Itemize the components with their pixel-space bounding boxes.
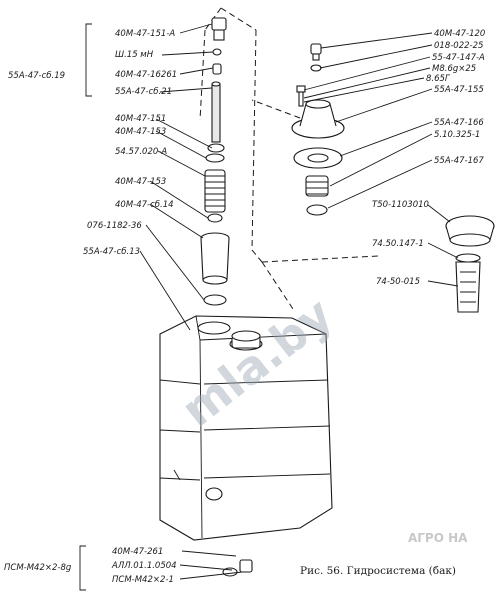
label-40m-47-153-b: 40М-47-153 [115,177,166,187]
flange-55a-47-166 [293,147,343,169]
cap-plug-40m-47-151a [211,17,227,41]
label-40m-47-16261: 40М-47-16261 [115,70,177,80]
label-m8-6gx25: М8.6g×25 [432,64,476,74]
strainer-74-50-015 [455,261,481,313]
label-8-65g: 8.65Г [426,74,451,84]
corner-logo: АГРО НА [408,531,468,545]
label-55a-47-167: 55А-47-167 [434,156,484,166]
spring-5-10-325-1 [305,175,329,197]
label-55a-47-155: 55А-47-155 [434,85,484,95]
breather-cover-55a-47-155 [291,99,345,139]
screw-40m-47-16261 [212,63,222,75]
label-55a-47-sb21: 55А-47-сб.21 [115,87,172,97]
label-40m-47-151a: 40М-47-151-А [115,29,175,39]
filler-cap-t50-1103010 [445,215,495,247]
washer-small [212,48,222,56]
oring-018-022-25 [310,64,322,72]
spring-54-57-020a [204,169,226,213]
label-5-10-325-1: 5.10.325-1 [434,130,480,140]
label-40m-47-sb14: 40М-47-сб.14 [115,200,174,210]
label-40m-47-153: 40М-47-153 [115,127,166,137]
hydraulic-tank [159,315,333,541]
label-54-57-020a: 54.57.020-А [115,147,167,157]
plug-40m-47-120 [310,43,322,61]
label-psm-m42x2-1: ПСМ-М42×2-1 [112,575,174,585]
bracket-bottom-group [79,545,86,591]
label-40m-47-261: 40М-47-261 [112,547,163,557]
label-all-01-1-0504: АЛЛ.01.1.0504 [111,561,177,571]
label-t50-1103010: Т50-1103010 [372,200,429,210]
label-sh15mn: Ш.15 мН [115,50,154,60]
rod-55a-47-sb21 [211,81,221,143]
bolt-m8 [296,85,306,107]
svg-text:АГРО НА: АГРО НА [408,531,468,545]
label-55a-47-sb13: 55А-47-сб.13 [83,247,140,257]
label-74-50-147-1: 74.50.147-1 [372,239,424,249]
filter-cup-40m-47-sb14 [200,232,230,285]
assembly-dashed-frame [199,7,263,263]
label-40m-47-120: 40М-47-120 [434,29,485,39]
bracket-left-group [85,23,92,97]
ring-40m-47-151 [207,143,225,153]
group-label-55a-47-sb19: 55А-47-сб.19 [8,71,65,81]
ring-40m-47-153 [205,153,225,163]
label-74-50-015: 74-50-015 [376,277,420,287]
figure-caption: Рис. 56. Гидросистема (бак) [300,565,456,577]
label-55-47-147a: 55-47-147-А [432,53,485,63]
gasket-076-1182-36 [203,294,227,306]
ring-55a-47-167 [306,204,328,216]
gasket-74-50-147-1 [455,253,481,263]
label-076-1182-36: 076-1182-36 [87,221,142,231]
label-55a-47-166: 55А-47-166 [434,118,484,128]
label-40m-47-151: 40М-47-151 [115,114,166,124]
group-label-psm-m42x2-8g: ПСМ-М42×2-8g [4,563,72,573]
ring-40m-47-153-lower [207,213,223,223]
label-018-022-25: 018-022-25 [434,41,483,51]
